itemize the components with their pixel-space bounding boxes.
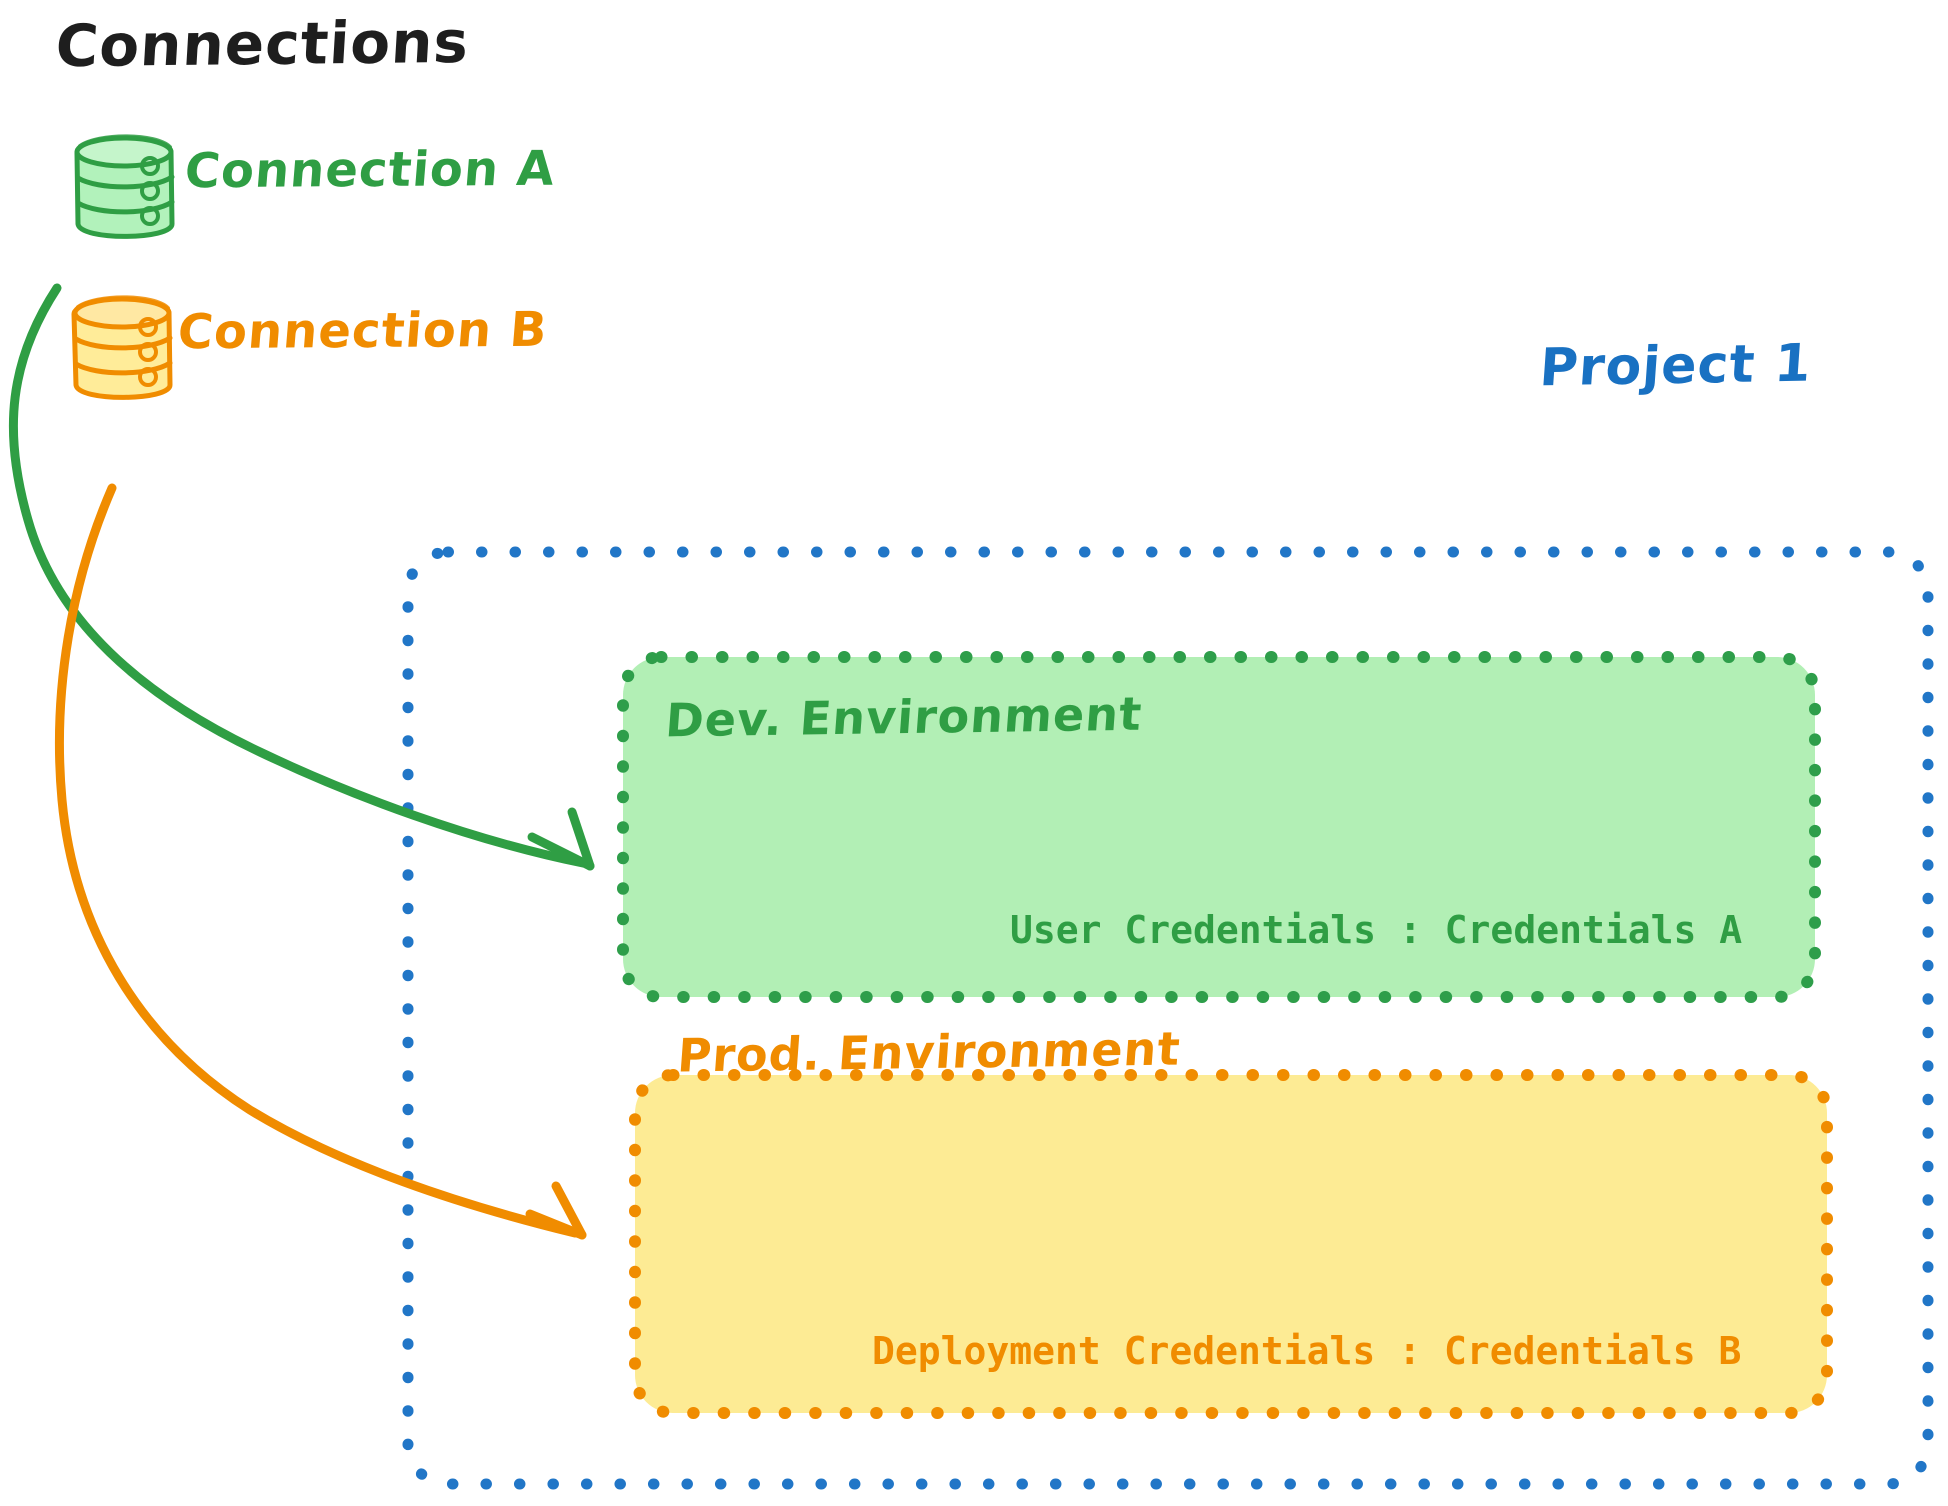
arrow-connection-a-to-dev [8, 283, 595, 871]
connection-a-label[interactable]: Connection A [182, 140, 558, 200]
connection-b-label[interactable]: Connection B [175, 301, 550, 361]
prod-environment-title: Prod. Environment [675, 1021, 1183, 1083]
dev-environment-box[interactable] [617, 651, 1821, 1003]
prod-environment-box[interactable] [629, 1069, 1833, 1419]
dev-environment-credentials: User Credentials : Credentials A [1010, 908, 1743, 952]
prod-environment-credentials: Deployment Credentials : Credentials B [872, 1329, 1742, 1373]
project-title: Project 1 [1537, 333, 1814, 399]
database-cylinder-icon[interactable] [74, 134, 175, 239]
page-title: Connections [53, 7, 472, 81]
dev-environment-title: Dev. Environment [663, 686, 1145, 748]
arrow-connection-b-to-prod [54, 483, 587, 1240]
database-cylinder-icon[interactable] [71, 295, 173, 400]
